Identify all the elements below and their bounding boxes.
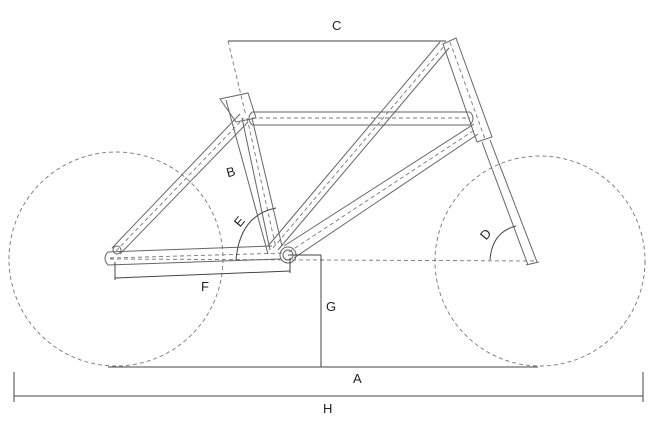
label-d: D	[477, 226, 495, 243]
axle-line	[109, 258, 536, 262]
seatstay	[111, 113, 249, 255]
head-tube	[442, 37, 493, 143]
dimension-h	[13, 372, 644, 402]
label-h: H	[323, 401, 332, 416]
label-a: A	[353, 371, 362, 386]
label-b: B	[225, 164, 237, 181]
label-g: G	[326, 299, 336, 314]
rear-wheel	[8, 151, 224, 367]
diagonal-tube	[267, 41, 450, 251]
down-tube	[283, 123, 479, 259]
seat-tube	[219, 92, 283, 255]
angle-d-arc	[489, 225, 517, 261]
label-c: C	[332, 18, 341, 33]
dimension-c	[227, 40, 446, 117]
fork	[481, 139, 540, 266]
dimension-f	[114, 258, 291, 280]
front-wheel	[434, 155, 646, 367]
top-tube	[248, 111, 474, 126]
label-f: F	[201, 279, 209, 294]
angle-e-arc	[235, 207, 277, 261]
dimension-g	[288, 254, 322, 367]
chainstay	[104, 245, 286, 266]
